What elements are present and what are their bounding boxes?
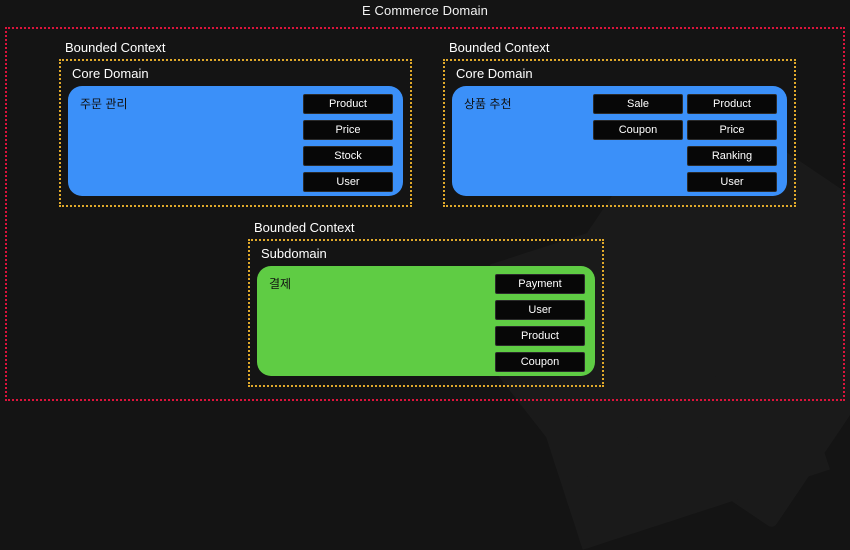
core-domain-box-order: Core Domain 주문 관리 Product Price Stock Us…: [59, 59, 412, 207]
domain-type-label: Subdomain: [261, 246, 327, 261]
chip-column: Product Price Ranking User: [687, 94, 777, 192]
domain-card-title: 상품 추천: [464, 97, 512, 111]
entity-chip[interactable]: User: [303, 172, 393, 192]
chip-columns: Product Price Stock User: [303, 94, 393, 192]
bounded-context-order: Bounded Context Core Domain 주문 관리 Produc…: [59, 40, 412, 207]
bounded-context-label: Bounded Context: [254, 220, 355, 235]
entity-chip[interactable]: Stock: [303, 146, 393, 166]
entity-chip[interactable]: Product: [687, 94, 777, 114]
chip-column: Payment User Product Coupon: [495, 274, 585, 372]
subdomain-box-payment: Subdomain 결제 Payment User Product Coupon: [248, 239, 604, 387]
entity-chip[interactable]: User: [495, 300, 585, 320]
entity-chip[interactable]: User: [687, 172, 777, 192]
entity-chip[interactable]: Ranking: [687, 146, 777, 166]
entity-chip[interactable]: Coupon: [593, 120, 683, 140]
bounded-context-label: Bounded Context: [65, 40, 166, 55]
bounded-context-payment: Bounded Context Subdomain 결제 Payment Use…: [248, 220, 604, 387]
bounded-context-label: Bounded Context: [449, 40, 550, 55]
chip-columns: Sale Coupon Product Price Ranking User: [593, 94, 777, 192]
core-domain-box-recommend: Core Domain 상품 추천 Sale Coupon Product Pr…: [443, 59, 796, 207]
entity-chip[interactable]: Product: [303, 94, 393, 114]
domain-type-label: Core Domain: [72, 66, 149, 81]
domain-card-title: 주문 관리: [80, 97, 128, 111]
bounded-context-recommend: Bounded Context Core Domain 상품 추천 Sale C…: [443, 40, 796, 207]
entity-chip[interactable]: Price: [687, 120, 777, 140]
entity-chip[interactable]: Product: [495, 326, 585, 346]
entity-chip[interactable]: Price: [303, 120, 393, 140]
entity-chip[interactable]: Sale: [593, 94, 683, 114]
domain-type-label: Core Domain: [456, 66, 533, 81]
entity-chip[interactable]: Payment: [495, 274, 585, 294]
domain-card-title: 결제: [269, 277, 292, 291]
entity-chip[interactable]: Coupon: [495, 352, 585, 372]
page-title: E Commerce Domain: [362, 3, 488, 18]
domain-card-payment[interactable]: 결제 Payment User Product Coupon: [257, 266, 595, 376]
chip-columns: Payment User Product Coupon: [495, 274, 585, 372]
domain-card-order[interactable]: 주문 관리 Product Price Stock User: [68, 86, 403, 196]
chip-column: Product Price Stock User: [303, 94, 393, 192]
chip-column: Sale Coupon: [593, 94, 683, 140]
domain-card-recommend[interactable]: 상품 추천 Sale Coupon Product Price Ranking …: [452, 86, 787, 196]
